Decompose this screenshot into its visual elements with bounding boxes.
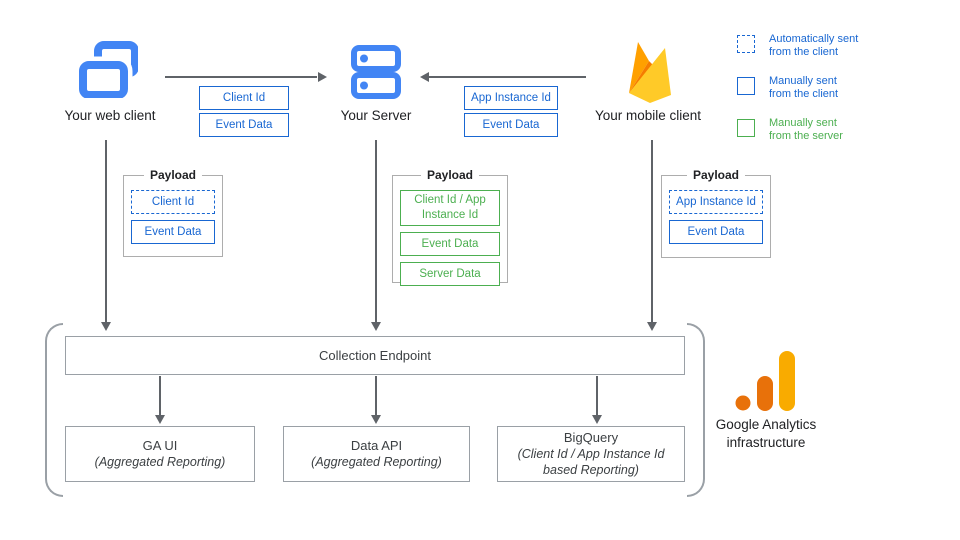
payload-item-event-data: Event Data <box>669 220 763 244</box>
collection-endpoint-label: Collection Endpoint <box>318 347 432 363</box>
arrowhead-down-icon <box>155 415 165 424</box>
tag-event-data: Event Data <box>199 113 289 137</box>
payload-title: Payload <box>420 168 480 182</box>
payload-item-event-data: Event Data <box>131 220 215 244</box>
arrow-endpoint-to-ga-ui <box>155 376 165 424</box>
arrow-endpoint-to-bigquery <box>592 376 602 424</box>
bracket-right-icon <box>687 323 705 497</box>
data-api-box: Data API (Aggregated Reporting) <box>283 426 470 482</box>
tag-app-instance-id: App Instance Id <box>464 86 558 110</box>
arrow-mobile-to-server <box>420 72 586 86</box>
arrow-mobile-to-endpoint <box>647 140 657 331</box>
bracket-left-icon <box>45 323 63 497</box>
ga-ui-box: GA UI (Aggregated Reporting) <box>65 426 255 482</box>
firebase-icon <box>621 36 675 109</box>
legend-dashed-blue-swatch-icon <box>737 35 755 53</box>
payload-item-app-instance-id: App Instance Id <box>669 190 763 214</box>
arrowhead-down-icon <box>371 322 381 331</box>
mobile-client-label: Your mobile client <box>594 108 702 123</box>
google-analytics-icon <box>734 349 798 418</box>
collection-endpoint-box: Collection Endpoint <box>65 336 685 375</box>
arrowhead-down-icon <box>101 322 111 331</box>
tag-client-id: Client Id <box>199 86 289 110</box>
tag-event-data-mobile: Event Data <box>464 113 558 137</box>
bigquery-subtitle: (Client Id / App Instance Id based Repor… <box>517 447 665 477</box>
server-label: Your Server <box>340 108 412 123</box>
server-icon <box>350 44 402 105</box>
payload-item-event-data: Event Data <box>400 232 500 256</box>
arrowhead-down-icon <box>592 415 602 424</box>
legend-solid-blue-swatch-icon <box>737 77 755 95</box>
legend-solid-green-swatch-icon <box>737 119 755 137</box>
arrowhead-down-icon <box>647 322 657 331</box>
data-api-subtitle: (Aggregated Reporting) <box>311 455 442 469</box>
payload-server: Payload Client Id / App Instance Id Even… <box>392 168 508 286</box>
bigquery-box: BigQuery (Client Id / App Instance Id ba… <box>497 426 685 482</box>
payload-mobile: Payload App Instance Id Event Data <box>661 168 771 258</box>
arrowhead-down-icon <box>371 415 381 424</box>
payload-title: Payload <box>686 168 746 182</box>
arrow-web-to-endpoint <box>101 140 111 331</box>
arrow-server-to-endpoint <box>371 140 381 331</box>
payload-item-client-id: Client Id <box>131 190 215 214</box>
arrowhead-right-icon <box>318 72 327 82</box>
web-client-label: Your web client <box>64 108 156 123</box>
arrowhead-left-icon <box>420 72 429 82</box>
payload-item-client-or-app-id: Client Id / App Instance Id <box>400 190 500 226</box>
payload-web: Payload Client Id Event Data <box>123 168 223 257</box>
web-client-icon <box>74 40 139 104</box>
ga-ui-subtitle: (Aggregated Reporting) <box>94 455 226 469</box>
ga-infrastructure-label: Google Analytics infrastructure <box>715 417 817 450</box>
ga-ui-title: GA UI <box>142 438 178 453</box>
data-api-title: Data API <box>350 438 403 453</box>
arrow-endpoint-to-data-api <box>371 376 381 424</box>
payload-title: Payload <box>143 168 203 182</box>
arrow-web-to-server <box>165 72 327 86</box>
payload-item-server-data: Server Data <box>400 262 500 286</box>
bigquery-title: BigQuery <box>563 430 619 445</box>
